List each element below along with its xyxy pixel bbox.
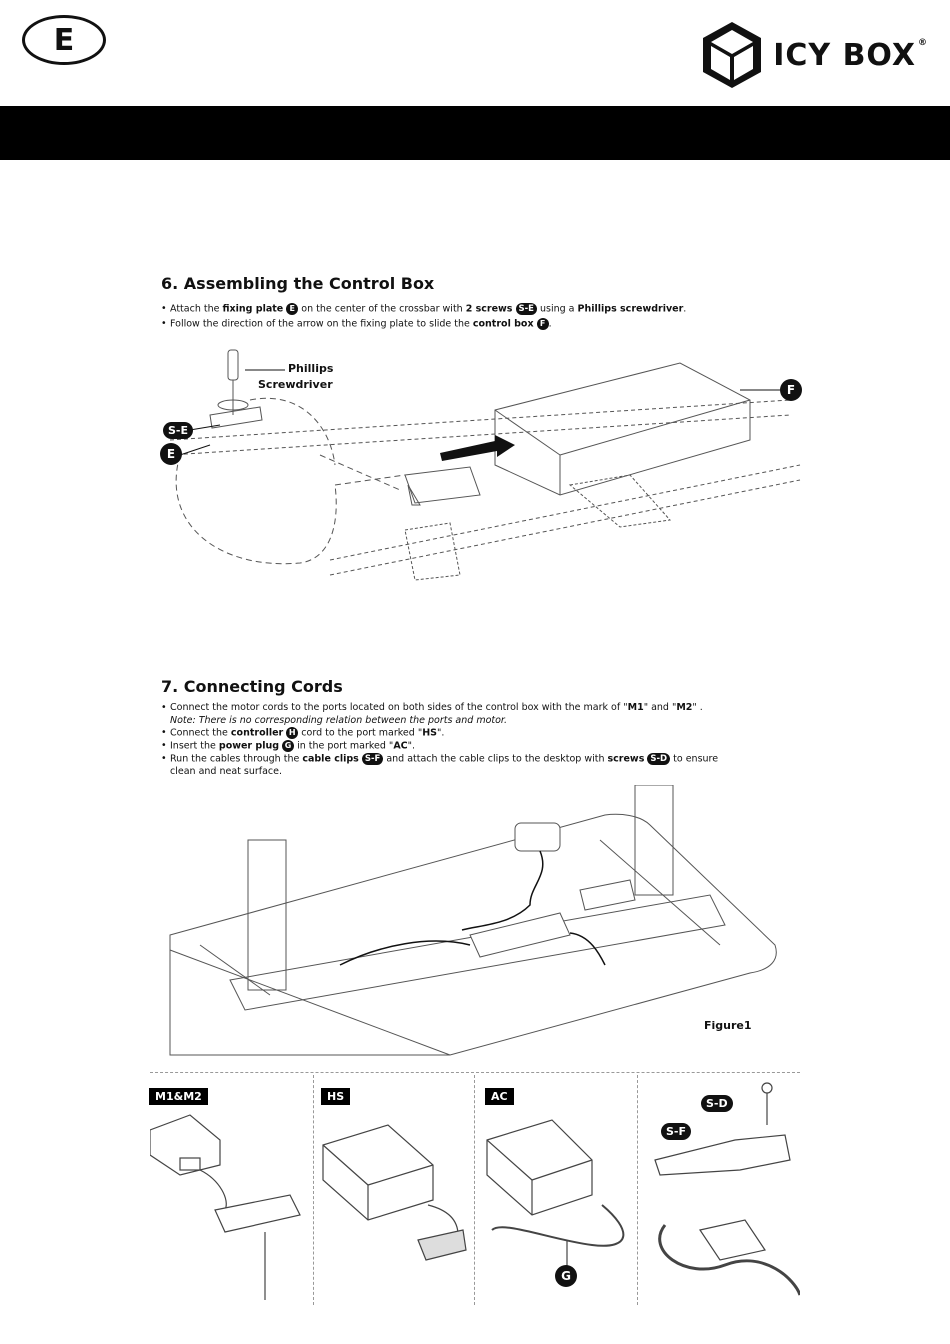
instruction-item: Connect the motor cords to the ports loc… — [161, 702, 801, 715]
instruction-item: Follow the direction of the arrow on the… — [161, 318, 801, 331]
section-7-title: 7. Connecting Cords — [161, 677, 343, 696]
header-bar — [0, 106, 950, 160]
instruction-item: Run the cables through the cable clips S… — [161, 753, 801, 766]
hs-port-detail-illustration — [322, 1124, 467, 1261]
figure-label: Figure1 — [704, 1019, 752, 1032]
screwdriver-label: Phillips — [288, 362, 334, 375]
panel-tag-m1m2: M1&M2 — [149, 1088, 208, 1105]
panel-tag-hs: HS — [321, 1088, 351, 1105]
screwdriver-label-2: Screwdriver — [258, 378, 333, 391]
cable-clip-detail-illustration — [654, 1082, 800, 1296]
panel-divider — [474, 1075, 475, 1305]
panel-divider — [313, 1075, 314, 1305]
badge-g: G — [555, 1265, 577, 1287]
panel-divider — [637, 1075, 638, 1305]
section-7-instructions: Connect the motor cords to the ports loc… — [161, 702, 801, 779]
instruction-continuation: clean and neat surface. — [170, 766, 283, 777]
badge-s-d: S-D — [701, 1095, 733, 1112]
panel-divider-top — [150, 1072, 800, 1073]
desk-cabling-illustration — [169, 785, 777, 1056]
instruction-item: Insert the power plug G in the port mark… — [161, 740, 801, 753]
ac-port-detail-illustration — [486, 1119, 625, 1268]
motor-port-detail-illustration — [150, 1114, 301, 1300]
instruction-item: Connect the controller H cord to the por… — [161, 727, 801, 740]
badge-f: F — [780, 379, 802, 401]
instruction-note: Note: There is no corresponding relation… — [170, 714, 507, 726]
section-6-instructions: Attach the fixing plate E on the center … — [161, 303, 801, 331]
section-6-title: 6. Assembling the Control Box — [161, 274, 435, 293]
badge-s-e: S-E — [163, 422, 194, 439]
instruction-item: Attach the fixing plate E on the center … — [161, 303, 801, 316]
cube-icon — [703, 22, 762, 88]
icy-box-logo: ICY BOX® — [701, 20, 928, 90]
badge-s-f: S-F — [661, 1123, 692, 1140]
panel-tag-ac: AC — [485, 1088, 514, 1105]
control-box-assembly-illustration — [169, 349, 801, 581]
language-badge: E — [22, 15, 106, 65]
badge-e: E — [160, 443, 182, 465]
brand-name: ICY BOX® — [773, 37, 928, 73]
